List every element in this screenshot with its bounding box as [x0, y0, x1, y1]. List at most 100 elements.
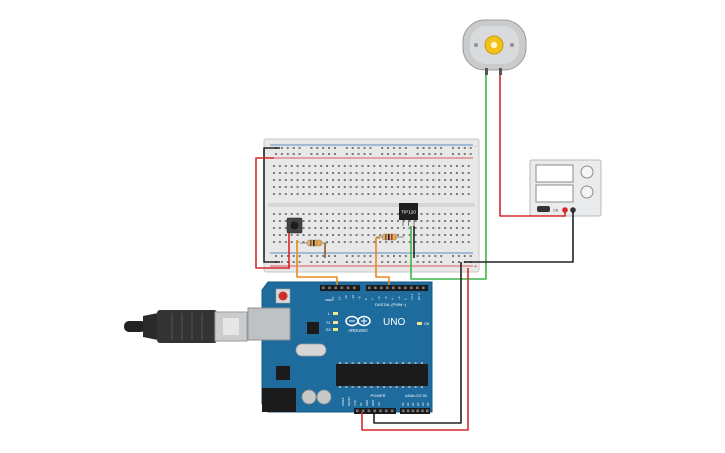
rail-hole[interactable]	[351, 255, 354, 257]
terminal-hole[interactable]	[337, 220, 340, 222]
terminal-hole[interactable]	[379, 172, 382, 174]
header-hole[interactable]	[398, 286, 401, 290]
header-hole[interactable]	[380, 286, 383, 290]
terminal-hole[interactable]	[302, 227, 305, 229]
terminal-hole[interactable]	[379, 179, 382, 181]
terminal-hole[interactable]	[391, 227, 393, 229]
rail-hole[interactable]	[292, 255, 295, 257]
terminal-hole[interactable]	[367, 213, 370, 215]
terminal-hole[interactable]	[284, 220, 287, 222]
terminal-hole[interactable]	[332, 186, 334, 188]
terminal-hole[interactable]	[438, 179, 441, 181]
terminal-hole[interactable]	[355, 241, 358, 243]
terminal-hole[interactable]	[385, 227, 388, 229]
terminal-hole[interactable]	[373, 186, 376, 188]
terminal-hole[interactable]	[391, 213, 393, 215]
terminal-hole[interactable]	[438, 165, 441, 167]
terminal-hole[interactable]	[385, 165, 388, 167]
resistor-base[interactable]	[376, 233, 404, 241]
terminal-hole[interactable]	[408, 227, 411, 229]
rail-hole[interactable]	[363, 255, 366, 257]
terminal-hole[interactable]	[426, 227, 429, 229]
terminal-hole[interactable]	[414, 220, 417, 222]
terminal-hole[interactable]	[284, 234, 287, 236]
terminal-hole[interactable]	[332, 193, 334, 195]
terminal-hole[interactable]	[296, 186, 299, 188]
rail-hole[interactable]	[369, 255, 372, 257]
rail-hole[interactable]	[422, 255, 425, 257]
terminal-hole[interactable]	[461, 227, 464, 229]
rail-hole[interactable]	[404, 261, 407, 263]
terminal-hole[interactable]	[361, 227, 364, 229]
terminal-hole[interactable]	[420, 213, 423, 215]
rail-hole[interactable]	[345, 147, 348, 149]
terminal-hole[interactable]	[444, 234, 447, 236]
terminal-hole[interactable]	[426, 193, 429, 195]
terminal-hole[interactable]	[337, 213, 340, 215]
terminal-hole[interactable]	[343, 179, 346, 181]
terminal-hole[interactable]	[444, 193, 447, 195]
terminal-hole[interactable]	[455, 193, 458, 195]
terminal-hole[interactable]	[426, 234, 429, 236]
terminal-hole[interactable]	[379, 213, 382, 215]
terminal-hole[interactable]	[290, 241, 293, 243]
terminal-hole[interactable]	[290, 234, 293, 236]
rail-hole[interactable]	[369, 261, 372, 263]
rail-hole[interactable]	[428, 261, 431, 263]
terminal-hole[interactable]	[308, 165, 311, 167]
terminal-hole[interactable]	[337, 241, 340, 243]
terminal-hole[interactable]	[461, 234, 464, 236]
terminal-hole[interactable]	[332, 213, 334, 215]
terminal-hole[interactable]	[450, 227, 452, 229]
terminal-hole[interactable]	[450, 193, 452, 195]
terminal-hole[interactable]	[467, 165, 470, 167]
terminal-hole[interactable]	[290, 193, 293, 195]
wire-red-motor-supply[interactable]	[499, 75, 566, 217]
terminal-hole[interactable]	[467, 172, 470, 174]
rail-hole[interactable]	[440, 153, 443, 155]
rail-hole[interactable]	[422, 261, 425, 263]
terminal-hole[interactable]	[455, 179, 458, 181]
terminal-hole[interactable]	[402, 186, 405, 188]
terminal-hole[interactable]	[432, 179, 435, 181]
rail-hole[interactable]	[357, 261, 360, 263]
terminal-hole[interactable]	[273, 186, 275, 188]
terminal-hole[interactable]	[337, 234, 340, 236]
rail-hole[interactable]	[369, 153, 372, 155]
rail-hole[interactable]	[280, 255, 283, 257]
terminal-hole[interactable]	[296, 193, 299, 195]
terminal-hole[interactable]	[278, 220, 281, 222]
positive-terminal[interactable]	[562, 207, 568, 213]
terminal-hole[interactable]	[414, 186, 417, 188]
rail-hole[interactable]	[316, 255, 319, 257]
terminal-hole[interactable]	[402, 241, 405, 243]
rail-hole[interactable]	[363, 261, 366, 263]
rail-hole[interactable]	[334, 255, 336, 257]
terminal-hole[interactable]	[385, 241, 388, 243]
terminal-hole[interactable]	[349, 172, 352, 174]
rail-hole[interactable]	[404, 255, 407, 257]
terminal-hole[interactable]	[396, 227, 399, 229]
terminal-hole[interactable]	[355, 234, 358, 236]
terminal-hole[interactable]	[461, 241, 464, 243]
dc-power-jack[interactable]	[262, 388, 296, 412]
terminal-hole[interactable]	[467, 234, 470, 236]
terminal-hole[interactable]	[450, 172, 452, 174]
terminal-hole[interactable]	[455, 227, 458, 229]
terminal-hole[interactable]	[278, 234, 281, 236]
terminal-hole[interactable]	[273, 179, 275, 181]
terminal-hole[interactable]	[420, 193, 423, 195]
terminal-hole[interactable]	[420, 227, 423, 229]
terminal-hole[interactable]	[420, 241, 423, 243]
terminal-hole[interactable]	[320, 213, 323, 215]
terminal-hole[interactable]	[302, 220, 305, 222]
voltage-knob[interactable]	[580, 165, 594, 179]
rail-hole[interactable]	[387, 147, 390, 149]
power-analog-pin-holes[interactable]	[356, 409, 429, 413]
rail-hole[interactable]	[286, 153, 289, 155]
terminal-hole[interactable]	[278, 193, 281, 195]
terminal-hole[interactable]	[273, 227, 275, 229]
rail-hole[interactable]	[452, 147, 454, 149]
terminal-hole[interactable]	[373, 165, 376, 167]
